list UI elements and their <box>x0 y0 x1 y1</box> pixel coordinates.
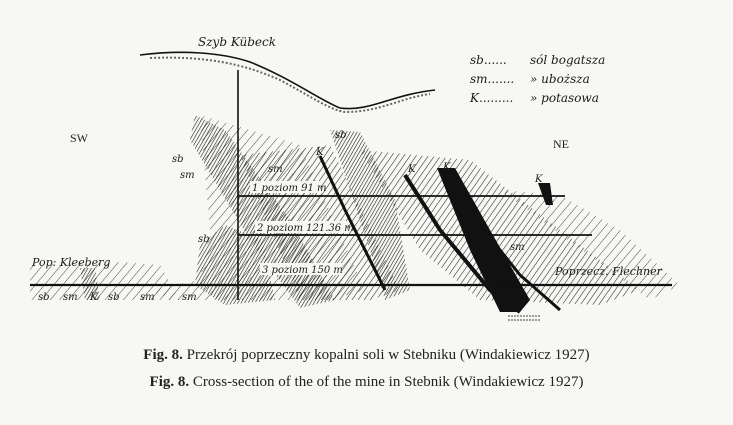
label-k: K <box>442 162 451 173</box>
bottom-label: K <box>89 292 98 303</box>
label-k: K <box>315 147 324 158</box>
caption-english-prefix: Fig. 8. <box>149 374 190 390</box>
label-sm: sm <box>268 164 283 175</box>
legend-code-sm: sm....... <box>470 72 514 86</box>
legend-meaning-sm: » uboższa <box>530 72 590 86</box>
band-left-low <box>30 262 180 300</box>
bottom-label: sm <box>182 292 197 303</box>
band-right <box>360 150 640 305</box>
drift-end <box>508 315 540 321</box>
legend-meaning-sb: sól bogatsza <box>530 53 605 67</box>
level-2-label: 2 poziom 121.36 m <box>256 223 354 234</box>
label-sb: sb <box>335 130 347 141</box>
legend: sb...... sól bogatsza sm....... » uboższ… <box>469 53 605 105</box>
bottom-label: sm <box>63 292 78 303</box>
band-sb-mid <box>330 130 410 300</box>
potash-band-5 <box>478 224 561 312</box>
label-k: K <box>534 174 543 185</box>
surface-hatch <box>149 56 431 114</box>
bottom-label: sm <box>140 292 155 303</box>
bottom-label: sb <box>108 292 120 303</box>
layer-labels: sb sm sb sm sb sm K K K K <box>172 130 543 253</box>
label-sb: sb <box>172 154 184 165</box>
direction-sw: SW <box>70 131 89 145</box>
potash-band-1 <box>318 155 387 291</box>
label-sm: sm <box>180 170 195 181</box>
bottom-label: sb <box>38 292 50 303</box>
caption-english-text: Cross-section of the of the mine in Steb… <box>189 374 584 390</box>
label-sm: sm <box>510 242 525 253</box>
caption-english: Fig. 8. Cross-section of the of the mine… <box>0 374 733 391</box>
caption-polish: Fig. 8. Przekrój poprzeczny kopalni soli… <box>0 347 733 364</box>
caption-polish-prefix: Fig. 8. <box>143 347 183 363</box>
legend-code-sb: sb...... <box>470 53 507 67</box>
legend-code-k: K......... <box>469 91 513 105</box>
caption-polish-text: Przekrój poprzeczny kopalni soli w Stebn… <box>182 347 590 363</box>
band-far-right <box>500 190 680 300</box>
label-k: K <box>407 164 416 175</box>
direction-ne: NE <box>553 137 569 151</box>
potash-band-3 <box>437 168 530 312</box>
level-3-label: 3 poziom 150 m <box>262 265 343 276</box>
label-sb: sb <box>198 234 210 245</box>
left-crosscut-label: Pop: Kleeberg <box>31 256 110 269</box>
potash-band-4 <box>538 183 553 205</box>
level-1-label: 1 poziom 91 m <box>252 183 327 194</box>
legend-meaning-k: » potasowa <box>530 91 599 105</box>
level-labels: 1 poziom 91 m 2 poziom 121.36 m 3 poziom… <box>250 181 354 276</box>
right-crosscut-label: Poprzecz. Flechner <box>554 265 663 278</box>
bottom-layer-labels: sb sm K sb sm sm <box>38 292 197 303</box>
surface-line <box>139 51 436 110</box>
shaft-label: Szyb Kübeck <box>198 35 276 49</box>
